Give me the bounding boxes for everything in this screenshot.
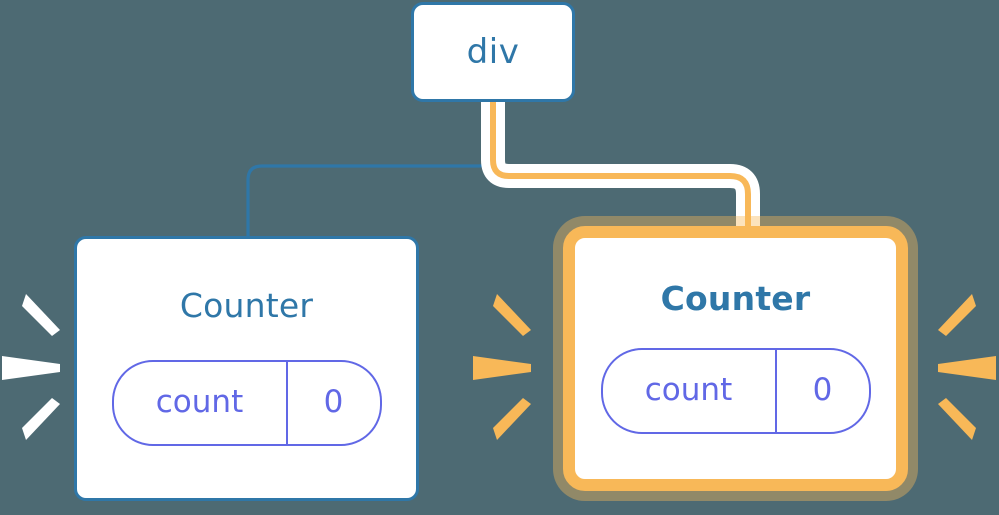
- node-div-label: div: [466, 32, 520, 72]
- state-value: 0: [774, 350, 869, 432]
- edge-div-to-counter-right: [490, 100, 751, 232]
- node-counter-right-title: Counter: [660, 279, 811, 318]
- state-value: 0: [285, 362, 380, 444]
- state-key: count: [155, 383, 244, 420]
- node-div[interactable]: div: [411, 2, 575, 102]
- state-key: count: [644, 371, 733, 408]
- state-pill-counter-right: count 0: [600, 348, 871, 434]
- state-pill-counter-left: count 0: [111, 360, 382, 446]
- node-counter-left[interactable]: Counter count 0: [74, 236, 419, 501]
- edge-div-to-counter-left: [246, 100, 495, 238]
- node-counter-left-title: Counter: [179, 286, 314, 325]
- edge-div-to-counter-right-halo: [481, 100, 760, 232]
- node-counter-right[interactable]: Counter count 0: [563, 226, 908, 491]
